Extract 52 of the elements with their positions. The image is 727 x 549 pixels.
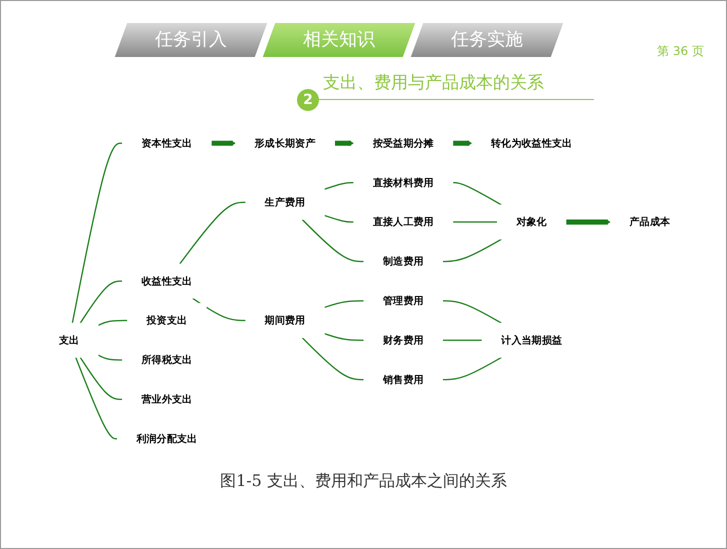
connector xyxy=(302,337,364,380)
node-text: 对象化 xyxy=(516,216,547,228)
node-text: 生产费用 xyxy=(264,196,306,208)
node-text: 形成长期资产 xyxy=(254,136,316,149)
connector xyxy=(98,320,128,326)
connector xyxy=(324,182,354,190)
connector xyxy=(442,238,502,262)
tab: 任务引入 xyxy=(114,23,268,57)
connector xyxy=(80,280,122,324)
node-text: 收益性支出 xyxy=(141,274,192,287)
node-text: 营业外支出 xyxy=(141,393,192,406)
arrow xyxy=(334,140,354,146)
figure-caption: 图1-5 支出、费用和产品成本之间的关系 xyxy=(219,471,508,492)
node-text: 管理费用 xyxy=(382,294,424,307)
connector xyxy=(302,219,364,262)
connector xyxy=(80,357,122,400)
node-text: 按受益期分摊 xyxy=(372,136,434,149)
node-text: 利润分配支出 xyxy=(136,432,198,444)
tab: 相关知识 xyxy=(262,23,416,57)
connector xyxy=(442,356,502,380)
connector xyxy=(452,221,498,223)
node-text: 制造费用 xyxy=(382,255,424,268)
page-number: 第 36 页 xyxy=(657,43,704,60)
section-title: 支出、费用与产品成本的关系 xyxy=(323,72,544,94)
connector xyxy=(442,300,502,324)
node-text: 支出 xyxy=(58,334,80,346)
connector xyxy=(75,357,118,440)
node-text: 所得税支出 xyxy=(141,354,192,366)
node-text: 财务费用 xyxy=(382,334,424,346)
connector xyxy=(452,182,502,206)
node-text: 销售费用 xyxy=(382,373,424,386)
node-text: 计入当期损益 xyxy=(501,334,562,346)
tab: 任务实施 xyxy=(410,23,564,57)
connector xyxy=(192,298,246,322)
arrow xyxy=(211,140,236,146)
section-number-badge: 2 xyxy=(297,89,319,111)
node-text: 转化为收益性支出 xyxy=(490,136,572,149)
arrow xyxy=(452,140,472,146)
arrow xyxy=(566,219,611,225)
connector xyxy=(98,354,122,361)
connector xyxy=(324,333,364,341)
node-text: 产品成本 xyxy=(630,216,670,228)
node-text: 直接材料费用 xyxy=(372,176,434,188)
node-text: 期间费用 xyxy=(264,314,306,326)
connector xyxy=(324,214,354,223)
node-text: 资本性支出 xyxy=(141,136,192,149)
connector xyxy=(72,142,122,324)
node-text: 直接人工费用 xyxy=(372,216,434,228)
node-text: 投资支出 xyxy=(146,314,188,326)
connector xyxy=(179,202,246,264)
connector xyxy=(442,340,482,341)
connector xyxy=(324,300,364,308)
